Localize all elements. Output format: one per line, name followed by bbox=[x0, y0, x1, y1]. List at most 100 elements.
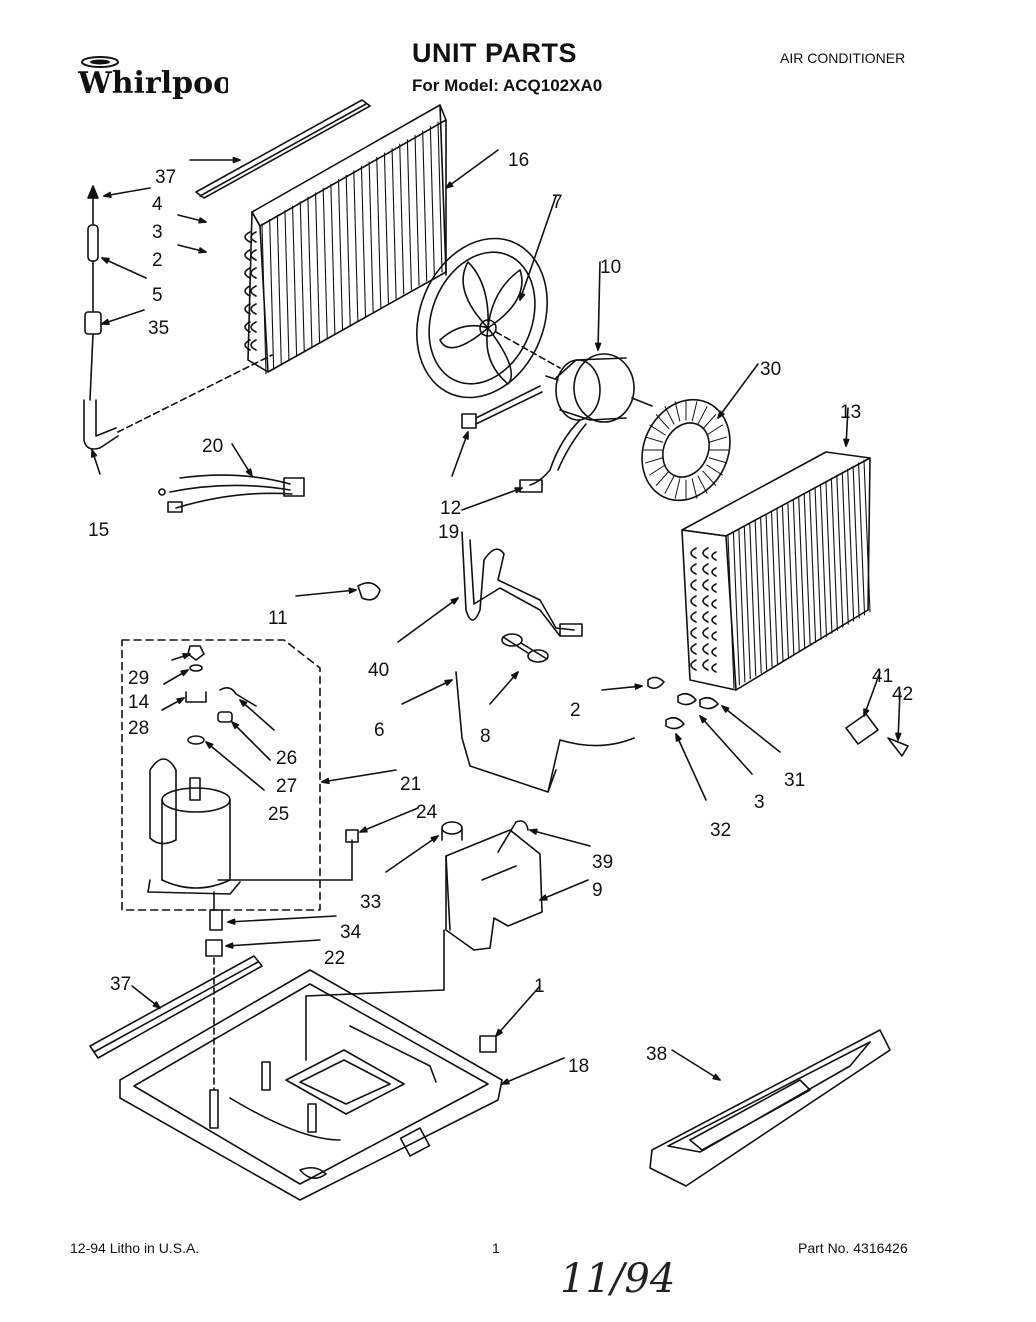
callout-arrowhead-c13 bbox=[843, 438, 850, 447]
callout-label-c20: 20 bbox=[202, 436, 223, 457]
callout-leader-c1 bbox=[495, 985, 541, 1037]
brand-name: Whirlpool bbox=[78, 66, 228, 101]
callout-leader-c4 bbox=[103, 187, 151, 197]
callout-leader-c35 bbox=[101, 309, 145, 325]
callout-leader-c19 bbox=[461, 487, 523, 511]
callout-arrowhead-c35 bbox=[101, 318, 110, 325]
part-38-drain-pan bbox=[649, 1029, 891, 1187]
callout-label-c28: 28 bbox=[128, 718, 149, 739]
callout-arrowhead-c18 bbox=[501, 1078, 510, 1085]
whirlpool-logo-mark: Whirlpool bbox=[77, 56, 245, 101]
callout-label-c16: 16 bbox=[508, 150, 529, 171]
callout-leader-c22 bbox=[225, 939, 321, 947]
callout-leader-c24 bbox=[359, 807, 419, 833]
callout-arrowhead-c5 bbox=[101, 257, 110, 264]
callout-arrowhead-c26 bbox=[239, 699, 248, 707]
callout-leader-c9 bbox=[539, 879, 589, 901]
callout-leader-c6 bbox=[401, 679, 453, 705]
product-category: AIR CONDITIONER bbox=[780, 50, 906, 66]
callout-label-c1: 1 bbox=[534, 976, 545, 997]
callout-arrowhead-c38 bbox=[712, 1073, 721, 1081]
callout-arrowhead-c24 bbox=[359, 826, 368, 833]
callout-leader-c42 bbox=[897, 691, 901, 741]
part-37-bottom-strip bbox=[89, 955, 263, 1059]
callout-arrowhead-c12 bbox=[462, 431, 469, 440]
callout-leader-c7 bbox=[519, 195, 557, 301]
callout-label-c30: 30 bbox=[760, 359, 781, 380]
callout-label-c33: 33 bbox=[360, 892, 381, 913]
callout-arrowhead-c4 bbox=[103, 191, 112, 199]
callout-label-c13: 13 bbox=[840, 402, 861, 423]
callout-arrowhead-c7 bbox=[519, 292, 526, 301]
callout-label-c38: 38 bbox=[646, 1044, 667, 1065]
callout-leader-c38 bbox=[671, 1049, 721, 1081]
callout-label-c42: 42 bbox=[892, 684, 913, 705]
part-11-clip bbox=[357, 582, 381, 601]
callout-label-c15: 15 bbox=[88, 520, 109, 541]
part-18-base-pan bbox=[119, 957, 503, 1201]
callout-leader-lines bbox=[91, 149, 902, 1085]
callout-leader-c5 bbox=[101, 257, 147, 279]
part-washers bbox=[647, 676, 719, 730]
callout-arrowhead-c37b bbox=[152, 1001, 161, 1009]
callout-arrowhead-c25 bbox=[205, 741, 214, 749]
callout-label-c18: 18 bbox=[568, 1056, 589, 1077]
callout-label-c6: 6 bbox=[374, 720, 385, 741]
part-7-fan-shroud bbox=[416, 237, 561, 399]
callout-label-c35: 35 bbox=[148, 318, 169, 339]
part-21-compressor bbox=[147, 758, 353, 911]
callout-arrowhead-c16 bbox=[445, 181, 454, 189]
callout-arrowhead-c2b bbox=[634, 683, 643, 690]
callout-label-c27: 27 bbox=[276, 776, 297, 797]
callout-label-c34: 34 bbox=[340, 922, 362, 943]
page-title: UNIT PARTS bbox=[412, 38, 577, 68]
callout-arrowhead-c2a bbox=[198, 247, 207, 254]
handwritten-date: 11/94 bbox=[560, 1256, 676, 1302]
callout-arrowhead-c21 bbox=[321, 777, 330, 785]
callout-arrowhead-c31 bbox=[721, 705, 730, 713]
callout-label-c5: 5 bbox=[152, 285, 163, 306]
callout-arrowhead-c22 bbox=[225, 942, 234, 949]
part-12-thermostat bbox=[461, 385, 543, 429]
callout-arrowhead-c14 bbox=[180, 669, 189, 677]
callout-leader-c31 bbox=[721, 705, 781, 753]
callout-leader-c27 bbox=[231, 721, 271, 761]
callout-arrowhead-c11 bbox=[348, 587, 357, 594]
callout-label-c3a: 3 bbox=[152, 222, 163, 243]
callout-leader-c18 bbox=[501, 1057, 565, 1085]
callout-arrowhead-c34 bbox=[227, 918, 236, 925]
callout-arrowhead-c20 bbox=[245, 468, 253, 477]
callout-arrowhead-c29 bbox=[182, 653, 191, 660]
callout-arrowhead-c28 bbox=[176, 697, 185, 705]
callout-label-c26: 26 bbox=[276, 748, 297, 769]
callout-label-c12: 12 bbox=[440, 498, 461, 519]
part-compressor-fittings bbox=[185, 645, 359, 957]
callout-label-c31: 31 bbox=[784, 770, 805, 791]
callout-leader-c12 bbox=[451, 431, 469, 477]
callout-arrowhead-c40 bbox=[450, 597, 459, 605]
callout-label-c37a: 37 bbox=[155, 167, 176, 188]
callout-leader-c40 bbox=[397, 597, 459, 643]
callout-labels: 3743253515167103013201219114029142826272… bbox=[88, 150, 913, 1077]
callout-arrowhead-c39 bbox=[529, 828, 538, 835]
callout-label-c10: 10 bbox=[600, 257, 621, 278]
callout-label-c37b: 37 bbox=[110, 974, 131, 995]
part-41-42-bracket bbox=[845, 713, 909, 757]
callout-leader-c39 bbox=[529, 829, 591, 847]
callout-arrowhead-c10 bbox=[594, 342, 602, 351]
part-37-top-strip bbox=[195, 99, 371, 199]
callout-leader-c10 bbox=[597, 261, 601, 351]
callout-arrowhead-c6 bbox=[444, 679, 453, 686]
compressor-group-outline bbox=[121, 639, 321, 911]
callout-arrowhead-c19 bbox=[514, 487, 523, 494]
callout-leader-c11 bbox=[295, 589, 357, 597]
model-number: For Model: ACQ102XA0 bbox=[412, 76, 603, 95]
callout-arrowhead-c37a bbox=[232, 156, 241, 164]
part-13-evaporator-coil bbox=[681, 451, 871, 691]
footer-litho: 12-94 Litho in U.S.A. bbox=[70, 1240, 200, 1256]
callout-leader-c25 bbox=[205, 741, 265, 791]
callout-label-c39: 39 bbox=[592, 852, 613, 873]
callout-arrowhead-c15 bbox=[91, 449, 98, 458]
callout-leader-c33 bbox=[385, 835, 439, 873]
